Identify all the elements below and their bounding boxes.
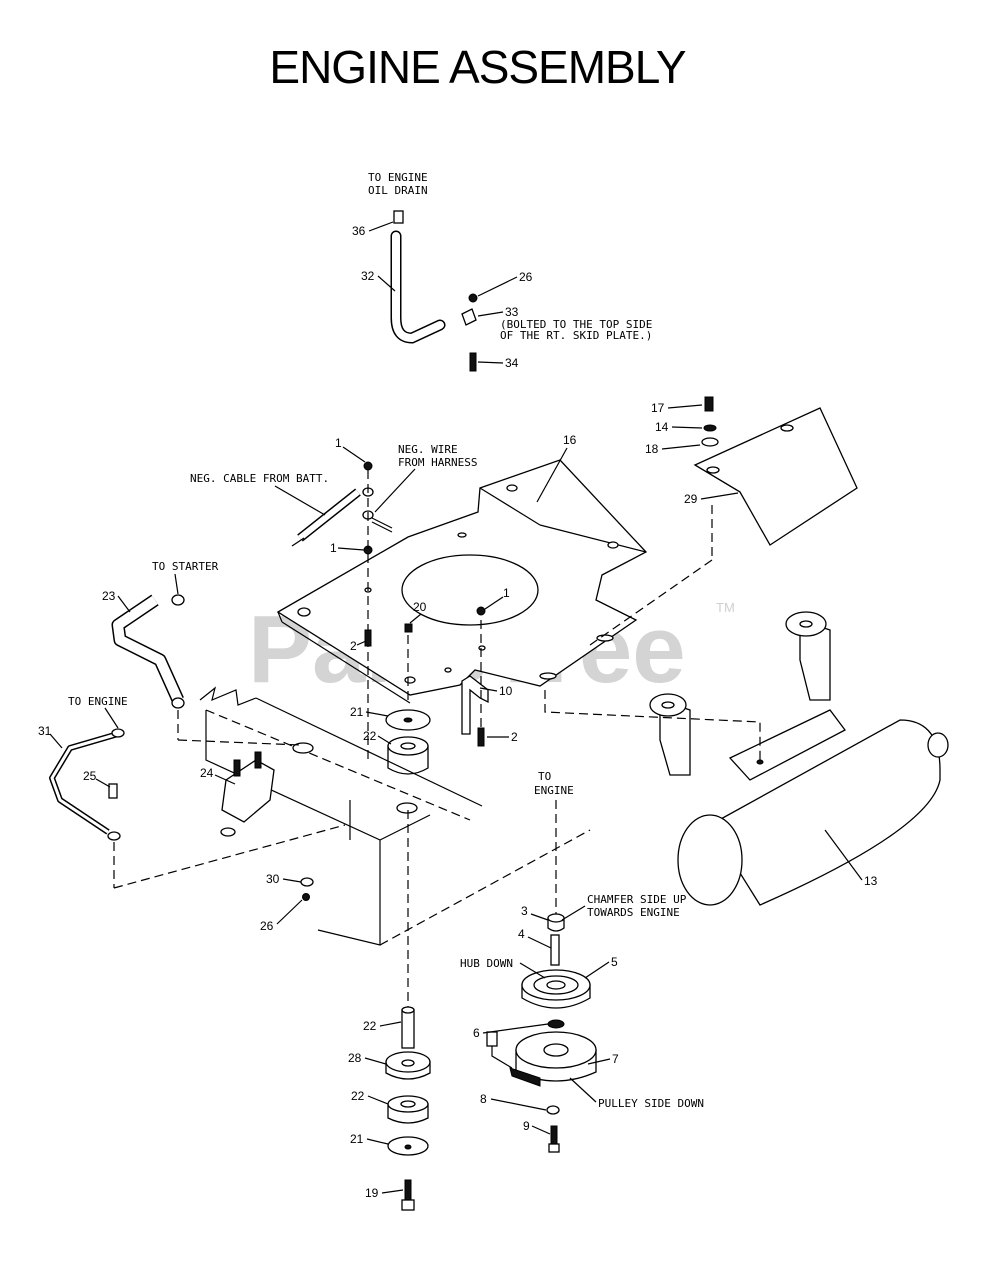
callout-4: 4 [518, 927, 525, 941]
callout-3: 3 [521, 904, 528, 918]
callout-20: 20 [413, 600, 427, 614]
note-pulley-down: PULLEY SIDE DOWN [598, 1097, 704, 1110]
note-chamfer-2: TOWARDS ENGINE [587, 906, 680, 919]
callout-2-b: 2 [511, 730, 518, 744]
callout-23: 23 [102, 589, 116, 603]
callout-22-shaft: 22 [363, 1019, 377, 1033]
callout-18: 18 [645, 442, 659, 456]
note-to-engine-clutch-1: TO [538, 770, 551, 783]
callout-19: 19 [365, 1186, 379, 1200]
heat-shield [693, 396, 858, 546]
callout-1-b: 1 [330, 541, 337, 555]
lower-mount-stack [385, 1006, 431, 1211]
ground-cable [49, 728, 125, 841]
callout-24: 24 [200, 766, 214, 780]
callout-29: 29 [684, 492, 698, 506]
nut-washer-30-26 [300, 877, 314, 901]
page-title: ENGINE ASSEMBLY [269, 41, 686, 93]
callout-1-c: 1 [503, 586, 510, 600]
callout-26-top: 26 [519, 270, 533, 284]
note-neg-wire-1: NEG. WIRE [398, 443, 458, 456]
note-oil-drain-2: OIL DRAIN [368, 184, 428, 197]
callout-33: 33 [505, 305, 519, 319]
callout-14: 14 [655, 420, 669, 434]
callout-8: 8 [480, 1092, 487, 1106]
oil-drain-hose [390, 210, 478, 372]
callout-30: 30 [266, 872, 280, 886]
callout-7: 7 [612, 1052, 619, 1066]
note-hub-down: HUB DOWN [460, 957, 513, 970]
note-to-engine-clutch-2: ENGINE [534, 784, 574, 797]
note-to-engine-left: TO ENGINE [68, 695, 128, 708]
callout-34: 34 [505, 356, 519, 370]
callout-28: 28 [348, 1051, 362, 1065]
callout-26-bottom: 26 [260, 919, 274, 933]
watermark-trademark: TM [716, 600, 735, 615]
neg-cable [291, 461, 393, 555]
callout-31: 31 [38, 724, 52, 738]
engine-frame-outline [177, 686, 591, 946]
bracket-10 [461, 675, 489, 747]
callout-32: 32 [361, 269, 375, 283]
callout-10: 10 [499, 684, 513, 698]
note-bolted-1: (BOLTED TO THE TOP SIDE [500, 318, 652, 331]
callout-21-top: 21 [350, 705, 364, 719]
callout-13: 13 [864, 874, 878, 888]
callout-2-a: 2 [350, 639, 357, 653]
note-bolted-2: OF THE RT. SKID PLATE.) [500, 329, 652, 342]
note-to-starter: TO STARTER [152, 560, 219, 573]
callout-6: 6 [473, 1026, 480, 1040]
callout-25: 25 [83, 769, 97, 783]
callout-21-lower: 21 [350, 1132, 364, 1146]
note-chamfer-1: CHAMFER SIDE UP [587, 893, 687, 906]
note-neg-wire-2: FROM HARNESS [398, 456, 477, 469]
muffler [649, 611, 949, 906]
callout-9: 9 [523, 1119, 530, 1133]
callout-22-lower: 22 [351, 1089, 365, 1103]
callout-36: 36 [352, 224, 366, 238]
note-neg-cable: NEG. CABLE FROM BATT. [190, 472, 329, 485]
starter-cable [111, 594, 185, 709]
plate-fasteners [364, 606, 486, 647]
callout-16: 16 [563, 433, 577, 447]
callout-17: 17 [651, 401, 665, 415]
note-oil-drain-1: TO ENGINE [368, 171, 428, 184]
clutch-stack [486, 913, 597, 1153]
starter-solenoid [220, 751, 275, 837]
callout-5: 5 [611, 955, 618, 969]
upper-isolator [385, 709, 431, 775]
callout-22-top: 22 [363, 729, 377, 743]
callout-1-a: 1 [335, 436, 342, 450]
